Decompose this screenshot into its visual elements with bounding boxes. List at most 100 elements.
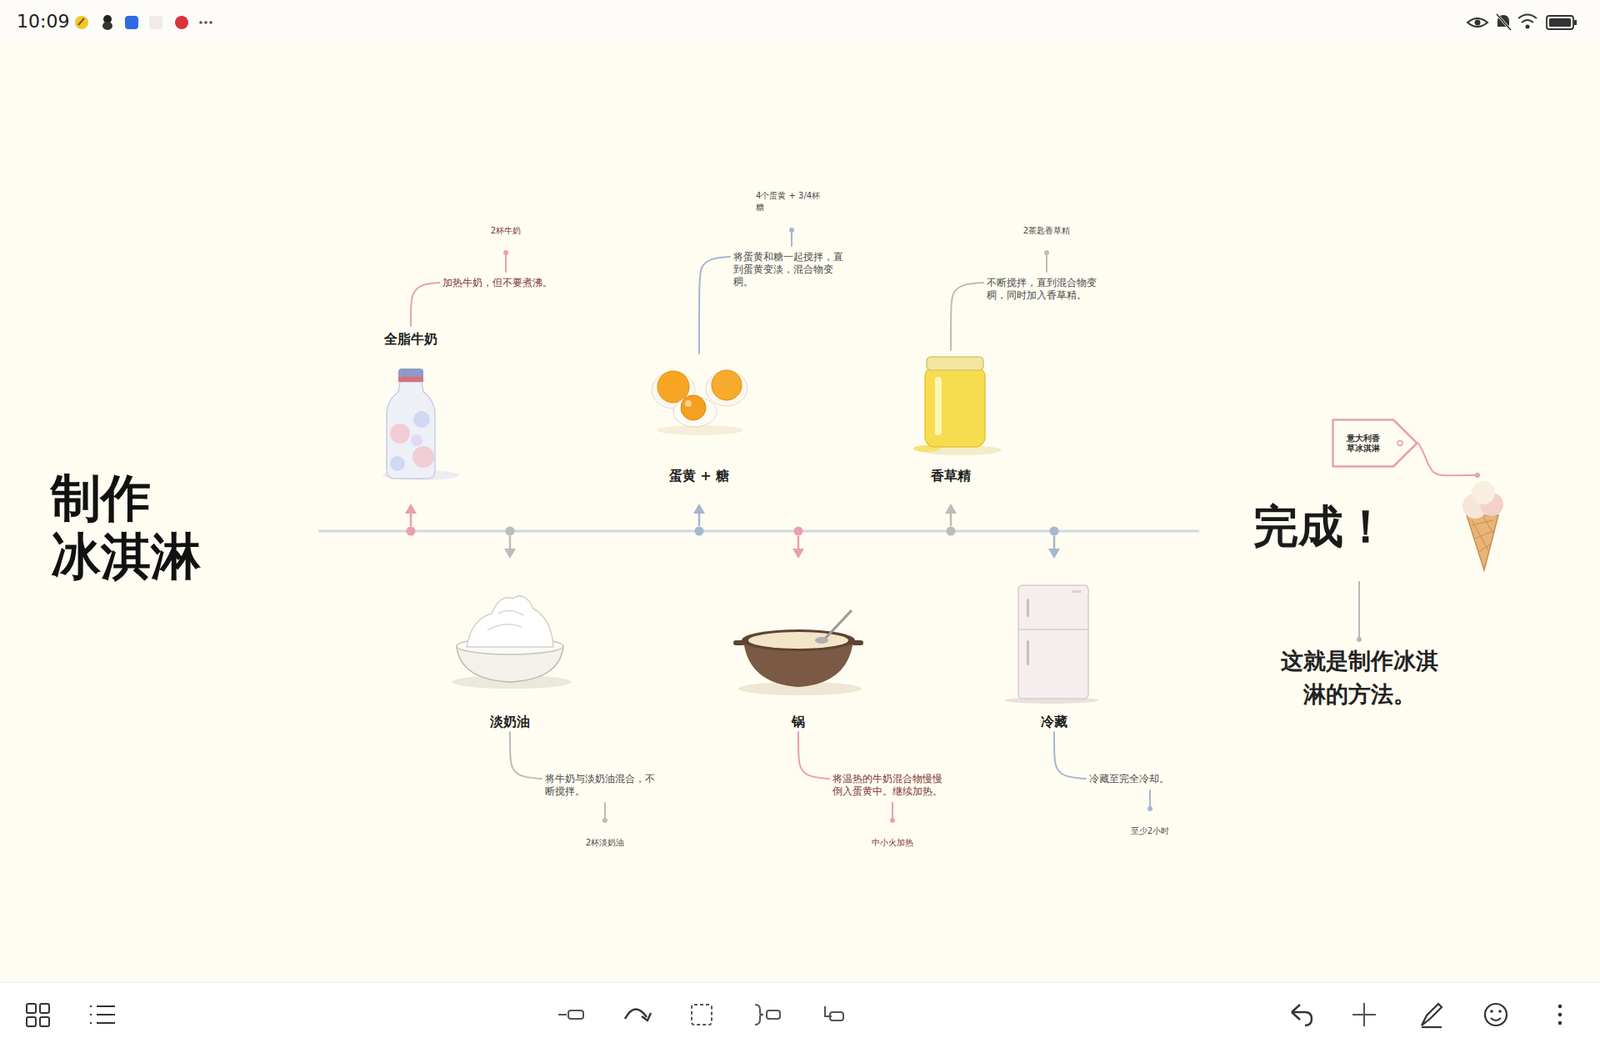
timeline-marker-part — [797, 535, 800, 550]
topic-node: 冷藏至完全冷却。 — [1085, 767, 1173, 790]
topic-text: 这就是制作冰淇 淋的方法。 — [1275, 644, 1443, 711]
fridge-illustration-part — [1018, 628, 1089, 630]
timeline-marker-part — [509, 535, 512, 550]
toolbar-part — [830, 1011, 844, 1020]
ice-cream-cone-illustration-part — [1471, 480, 1495, 505]
topic-node: 2茶匙香草精 — [1020, 223, 1074, 253]
connector — [1418, 443, 1478, 476]
toolbar-part — [90, 1005, 115, 1023]
connector-dot — [1147, 805, 1153, 811]
toolbar-part — [1490, 1009, 1494, 1013]
fridge-illustration-part — [1018, 585, 1089, 699]
connector-dot — [1044, 250, 1050, 255]
connector-dot — [789, 227, 795, 233]
connector — [950, 282, 984, 350]
milk-bottle-illustration-part — [410, 434, 423, 446]
status-bar — [0, 0, 1600, 44]
fridge-illustration-part — [1026, 640, 1030, 665]
milk-bottle-illustration-part — [398, 376, 424, 382]
egg-yolk-illustration-part — [651, 371, 695, 409]
topic-node: 至少2小时 — [1127, 808, 1173, 838]
timeline-marker-part — [410, 511, 413, 526]
topic-node: 这就是制作冰淇 淋的方法。 — [1272, 639, 1446, 716]
connector — [891, 802, 894, 820]
step-label: 淡奶油 — [490, 713, 530, 730]
connector — [604, 802, 606, 820]
step-node: 蛋黄 + 糖 — [649, 353, 750, 486]
timeline-marker-part — [792, 548, 805, 559]
topic-text: 将蛋黄和糖一起搅拌，直 到蛋黄变淡，混合物变 稠。 — [733, 250, 852, 289]
status-time: 10:09 — [16, 10, 70, 32]
status-bar-part — [1518, 15, 1537, 20]
step-node: 全脂牛奶 — [369, 325, 453, 482]
status-bar-part — [0, 0, 1600, 44]
label-holder: 10:09 — [16, 10, 70, 32]
toolbar-part — [1490, 1017, 1501, 1020]
egg-yolk-illustration-part — [711, 370, 742, 400]
fridge-illustration-part — [1071, 590, 1082, 593]
timeline-marker-part — [693, 503, 705, 514]
milk-bottle-illustration-part — [390, 455, 405, 471]
timeline-marker-part — [504, 548, 516, 559]
fridge-illustration — [1005, 585, 1099, 704]
connector — [798, 731, 830, 779]
timeline-marker-part — [1053, 535, 1056, 550]
milk-bottle-illustration-part — [390, 423, 410, 444]
egg-yolk-illustration-part — [705, 370, 748, 406]
toolbar-part — [26, 1016, 36, 1026]
step-label: 锅 — [791, 713, 805, 730]
connector — [1358, 581, 1360, 640]
egg-yolk-illustration-part — [685, 400, 692, 407]
toolbar-part — [26, 1003, 36, 1013]
status-bar-part — [1525, 25, 1530, 30]
topic-text: 将牛奶与淡奶油混合，不 断搅拌。 — [545, 772, 664, 798]
topic-text: 加热牛奶，但不要煮沸。 — [442, 276, 553, 290]
timeline-marker-part — [505, 526, 515, 536]
toolbar-part — [1291, 1004, 1312, 1025]
topic-node: 不断搅拌，直到混合物变 稠，同时加入香草精。 — [983, 271, 1109, 307]
timeline-marker — [405, 503, 1060, 559]
egg-yolk-illustration-part — [657, 370, 690, 403]
ice-cream-cone-illustration — [1462, 480, 1504, 570]
step-label: 蛋黄 + 糖 — [669, 467, 730, 485]
vanilla-jar-illustration-part — [926, 356, 984, 370]
topic-text: 中小火加热 — [871, 836, 914, 848]
timeline-marker-part — [950, 511, 953, 526]
step-node: 淡奶油 — [451, 593, 569, 732]
connector-dot — [1356, 636, 1362, 642]
toolbar-part — [1558, 1004, 1563, 1009]
tag-label: 意大利香 草冰淇淋 — [1331, 433, 1395, 454]
milk-bottle-illustration-part — [413, 410, 430, 428]
toolbar-part — [1485, 1003, 1507, 1025]
topic-node: 中小火加热 — [868, 820, 917, 850]
cream-bowl-illustration-part — [466, 595, 554, 647]
pot-illustration — [733, 610, 864, 695]
connector — [1149, 790, 1151, 809]
step-node: 锅 — [738, 601, 859, 732]
timeline-marker-part — [698, 511, 701, 526]
diagram-title: 制作 冰淇淋 — [50, 468, 221, 585]
step-node: 香草精 — [909, 350, 993, 486]
topic-node: 2杯淡奶油 — [582, 820, 628, 850]
status-bar-part — [1574, 20, 1577, 25]
connector-dot — [503, 250, 509, 255]
connector — [1054, 731, 1086, 779]
status-bar-part — [175, 15, 189, 30]
status-bar-part — [75, 15, 89, 30]
milk-bottle-illustration-part — [412, 445, 435, 468]
topic-node: 加热牛奶，但不要煮沸。 — [439, 271, 556, 295]
toolbar — [0, 981, 1600, 1048]
vanilla-jar-illustration-part — [925, 366, 985, 447]
status-bar-part — [1467, 18, 1488, 27]
status-bar-part — [204, 20, 208, 25]
milk-bottle-illustration-part — [398, 368, 424, 382]
step-label: 全脂牛奶 — [384, 330, 438, 348]
topic-text: 2杯牛奶 — [490, 225, 521, 236]
topic-node: 将温热的牛奶混合物慢慢 倒入蛋黄中。继续加热。 — [829, 767, 955, 803]
step-node: 冷藏 — [1012, 581, 1096, 732]
ice-cream-cone-illustration-part — [1471, 516, 1495, 552]
topic-text: 完成！ — [1253, 500, 1504, 554]
status-bar-part — [1496, 14, 1511, 30]
timeline-marker-part — [945, 503, 957, 514]
egg-yolk-illustration — [651, 370, 748, 435]
